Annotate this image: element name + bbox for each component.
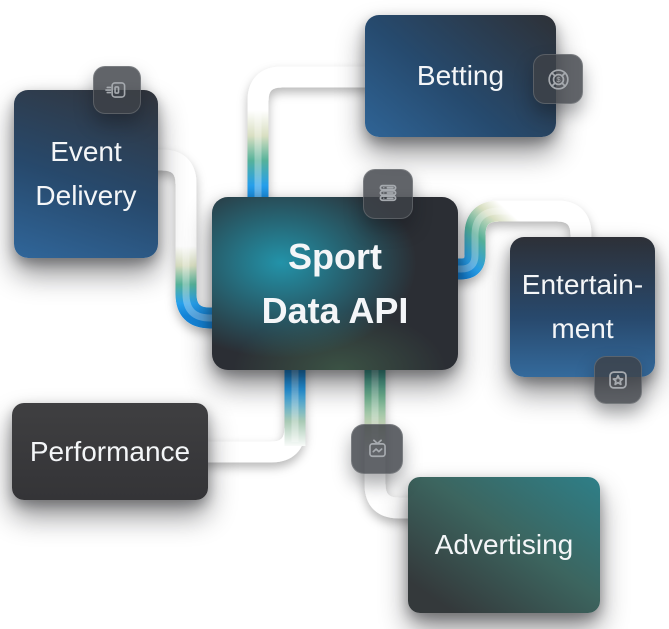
node-label: Performance bbox=[29, 435, 191, 467]
svg-text:$: $ bbox=[556, 74, 560, 83]
fast-delivery-icon bbox=[93, 66, 141, 114]
node-label: Data API bbox=[261, 289, 409, 331]
node-entertainment: Entertain- ment bbox=[510, 237, 655, 377]
flow-entertainment bbox=[450, 200, 522, 280]
node-label: Sport bbox=[288, 235, 382, 277]
server-stack-icon bbox=[363, 169, 413, 219]
node-label: Advertising bbox=[434, 529, 574, 560]
star-icon bbox=[594, 356, 642, 404]
pipe-betting-to-center bbox=[247, 66, 370, 207]
node-sport-data-api: Sport Data API bbox=[212, 197, 458, 370]
node-label: Entertain- bbox=[521, 269, 644, 300]
node-label: Betting bbox=[416, 60, 505, 91]
pipe-center-to-performance bbox=[200, 360, 306, 463]
tv-icon bbox=[351, 424, 403, 474]
node-label: ment bbox=[551, 313, 614, 344]
node-event-delivery: Event Delivery bbox=[14, 90, 158, 258]
pipe-center-to-advertising bbox=[364, 360, 420, 519]
node-performance: Performance bbox=[12, 403, 208, 500]
node-betting: Betting bbox=[365, 15, 556, 137]
node-label: Delivery bbox=[35, 180, 137, 211]
node-advertising: Advertising bbox=[408, 477, 600, 613]
flow-event-delivery bbox=[175, 244, 224, 329]
node-label: Event bbox=[50, 136, 122, 167]
casino-chip-icon: $ bbox=[533, 54, 583, 104]
